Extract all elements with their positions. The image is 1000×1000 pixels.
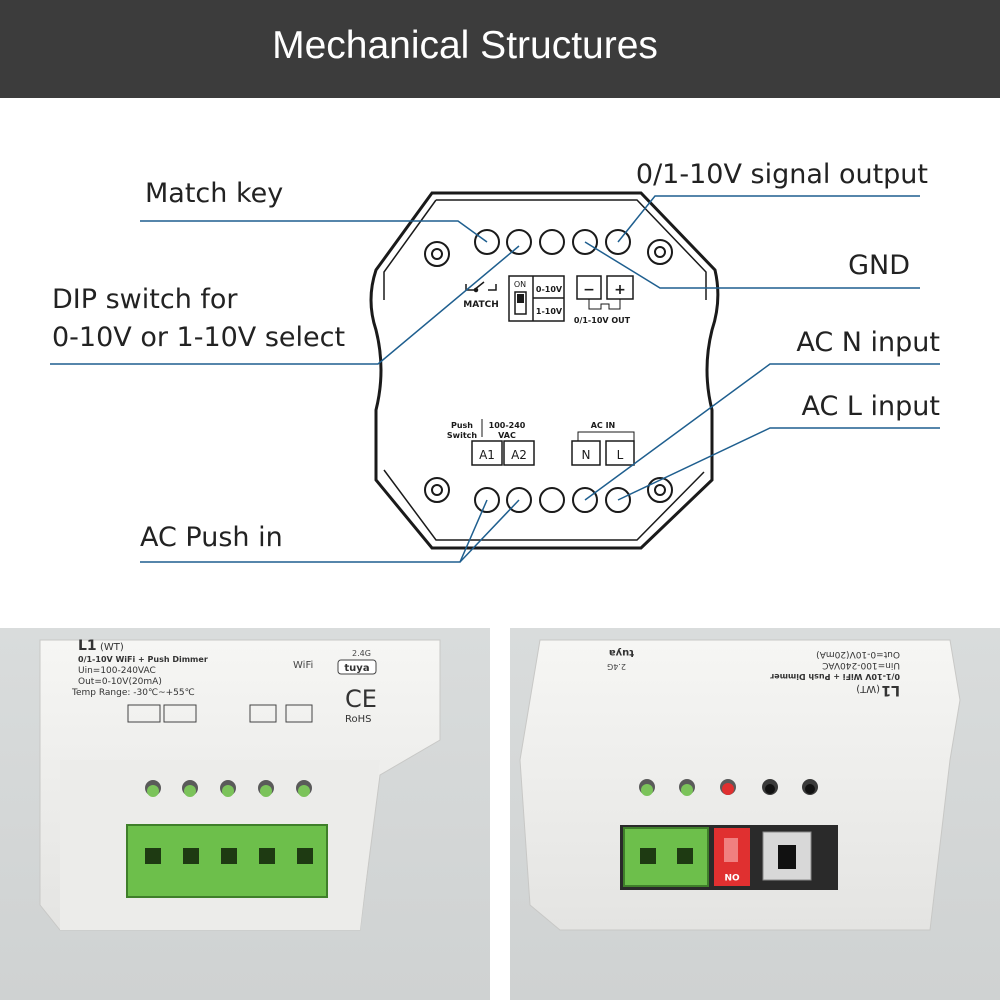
header-banner: Mechanical Structures <box>0 0 1000 98</box>
top-hole-4 <box>572 229 598 255</box>
left-rohs: RoHS <box>345 714 371 725</box>
vac-label-2: VAC <box>498 431 516 440</box>
bottom-hole-4 <box>572 487 598 513</box>
right-model: L1 <box>881 682 900 698</box>
right-model-suffix: (WT) <box>856 683 880 694</box>
page-title: Mechanical Structures <box>272 24 658 67</box>
callout-ac-n-input: AC N input <box>796 327 940 358</box>
top-hole-3 <box>539 229 565 255</box>
left-out: Out=0-10V(20mA) <box>78 677 162 687</box>
terminal-a1 <box>471 440 503 466</box>
push-switch-label-1: Push <box>451 421 473 430</box>
dip-0-10v-label: 0-10V <box>536 285 563 294</box>
left-wire-holes <box>145 780 312 797</box>
match-label: MATCH <box>463 300 499 310</box>
photo-rear-view: L1 (WT) 0/1-10V WiFi + Push Dimmer Uin=1… <box>510 628 1000 1000</box>
right-tuya: tuya <box>609 647 634 658</box>
bottom-hole-5 <box>605 487 631 513</box>
right-dip-on: ON <box>724 871 739 881</box>
photo-front-view: L1 (WT) 0/1-10V WiFi + Push Dimmer Uin=1… <box>0 628 490 1000</box>
vac-label-1: 100-240 <box>489 421 526 430</box>
bottom-hole-3 <box>539 487 565 513</box>
left-uin: Uin=100-240VAC <box>78 666 156 676</box>
mount-hole-bottom-left <box>424 477 450 503</box>
callout-match-key: Match key <box>145 178 283 209</box>
right-terminal-block <box>623 827 709 887</box>
terminal-a2 <box>503 440 535 466</box>
top-hole-1 <box>474 229 500 255</box>
device-inner-outline <box>383 199 707 541</box>
dip-1-10v-label: 1-10V <box>536 307 563 316</box>
ac-in-label: AC IN <box>591 421 616 430</box>
top-hole-5 <box>605 229 631 255</box>
left-band: 2.4G <box>352 649 371 658</box>
top-hole-2 <box>506 229 532 255</box>
right-out: Out=0-10V(20mA) <box>816 649 900 659</box>
bottom-hole-1 <box>474 487 500 513</box>
device-outline <box>369 191 720 550</box>
left-tuya-badge <box>337 659 377 675</box>
right-uin: Uin=100-240VAC <box>822 660 900 670</box>
callout-dip-line1: DIP switch for <box>52 284 238 315</box>
leader-gnd <box>584 241 920 289</box>
left-model: L1 <box>78 638 97 654</box>
product-photos: L1 (WT) 0/1-10V WiFi + Push Dimmer Uin=1… <box>0 628 1000 1000</box>
left-ce-mark: CE <box>345 685 377 713</box>
mount-hole-top-right <box>647 239 673 265</box>
bottom-hole-2 <box>506 487 532 513</box>
leader-ac-l <box>617 427 940 501</box>
mount-hole-top-left <box>424 241 450 267</box>
right-desc: 0/1-10V WiFi + Push Dimmer <box>770 672 900 681</box>
callout-dip-line2: 0-10V or 1-10V select <box>52 322 345 353</box>
left-temp: Temp Range: -30℃~+55℃ <box>71 688 195 698</box>
terminal-a2-label: A2 <box>511 448 527 462</box>
leader-signal-output <box>617 195 920 243</box>
callout-ac-push-in: AC Push in <box>140 522 283 553</box>
callout-ac-l-input: AC L input <box>801 391 940 422</box>
dip-on-label: ON <box>514 280 526 289</box>
leader-ac-n <box>584 363 940 501</box>
mechanical-diagram: MATCH ON 0-10V 1-10V − + 0/1-10V OUT Pus… <box>0 98 1000 628</box>
left-wifi: WiFi <box>293 660 313 671</box>
match-switch-icon <box>465 281 497 293</box>
mount-hole-bottom-right <box>647 477 673 503</box>
left-tuya: tuya <box>344 663 369 674</box>
output-label: 0/1-10V OUT <box>574 316 631 325</box>
left-desc: 0/1-10V WiFi + Push Dimmer <box>78 655 208 664</box>
push-switch-label-2: Switch <box>447 431 477 440</box>
output-minus-label: − <box>583 282 595 298</box>
terminal-l-label: L <box>617 448 624 462</box>
output-plus-label: + <box>614 282 626 298</box>
callout-gnd: GND <box>848 250 910 281</box>
leader-ac-push-b <box>459 499 520 563</box>
terminal-l <box>605 440 635 466</box>
terminal-n-label: N <box>582 448 591 462</box>
leader-match-key <box>140 220 488 243</box>
terminal-a1-label: A1 <box>479 448 495 462</box>
terminal-n <box>571 440 601 466</box>
right-wire-holes <box>639 779 818 796</box>
leader-dip-switch <box>50 245 520 365</box>
callout-signal-output: 0/1-10V signal output <box>636 159 928 190</box>
right-band: 2.4G <box>607 662 626 671</box>
left-model-suffix: (WT) <box>100 642 124 653</box>
